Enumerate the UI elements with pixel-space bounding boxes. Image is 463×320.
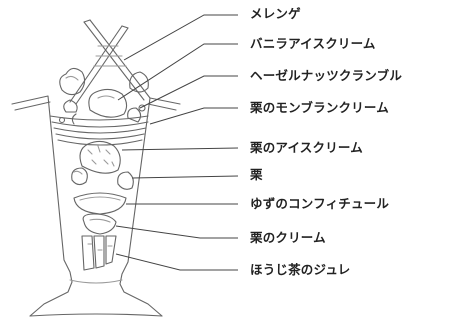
leader-line-hojicha-jelly <box>115 253 238 271</box>
chestnut-ice-cream <box>79 140 121 174</box>
label-chestnut: 栗 <box>250 167 263 182</box>
label-yuzu-confiture: ゆずのコンフィチュール <box>250 196 390 211</box>
label-vanilla-ice-cream: バニラアイスクリーム <box>250 36 376 51</box>
label-hazelnut-crumble: ヘーゼルナッツクランブル <box>250 68 403 83</box>
leader-line-chestnut-ice-cream <box>121 147 239 151</box>
label-meringue: メレンゲ <box>250 6 301 21</box>
hazelnut-crumble <box>58 99 146 125</box>
leader-line-vanilla-ice-cream <box>117 43 238 101</box>
leader-line-chestnut <box>131 175 239 179</box>
label-chestnut-ice-cream: 栗のアイスクリーム <box>250 140 363 155</box>
vanilla-ice-cream <box>88 88 128 118</box>
leader-line-meringue <box>123 14 238 61</box>
label-mont-blanc-cream: 栗のモンブランクリーム <box>250 100 389 115</box>
yuzu-confiture <box>73 192 127 215</box>
hojicha-jelly <box>81 235 117 271</box>
meringue-sticks <box>69 19 151 105</box>
chestnut-cream <box>82 213 117 235</box>
meringue <box>59 67 149 96</box>
glass-outline <box>11 95 181 317</box>
mont-blanc-cream <box>49 115 149 146</box>
label-hojicha-jelly: ほうじ茶のジュレ <box>250 262 351 277</box>
label-chestnut-cream: 栗のクリーム <box>250 230 326 245</box>
chestnuts <box>71 167 134 190</box>
leader-line-mont-blanc-cream <box>149 107 238 125</box>
leader-line-chestnut-cream <box>115 225 238 239</box>
leader-line-hazelnut-crumble <box>139 75 238 109</box>
